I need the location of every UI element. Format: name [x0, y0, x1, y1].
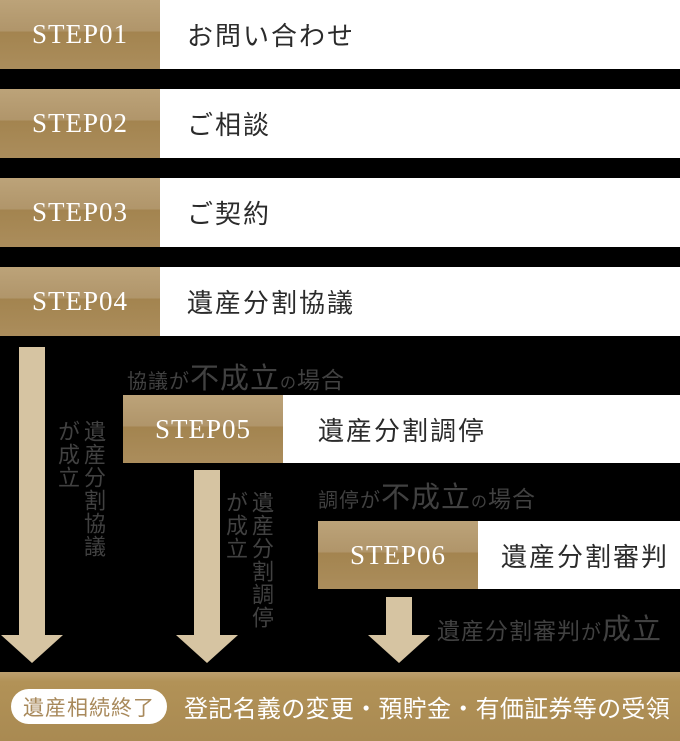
step-04-label: 遺産分割協議 [187, 289, 356, 318]
fail1-emph: 不成立 [190, 363, 281, 395]
branch-label-discussion-fails: 協議が不成立の場合 [127, 355, 345, 397]
fail1-tail: 場合 [297, 368, 346, 393]
step-03-label: ご契約 [187, 200, 272, 229]
footer-badge-label: 遺産相続終了 [23, 695, 155, 720]
fail2-particle: の [471, 494, 489, 511]
step-02-label-area: ご相談 [160, 89, 680, 158]
step-04-number: STEP04 [31, 286, 129, 316]
step-01-label-area: お問い合わせ [160, 0, 680, 69]
step-01-number: STEP01 [31, 19, 129, 49]
fail1-lead: 協議が [127, 371, 190, 393]
step-06-number: STEP06 [349, 539, 447, 570]
v1-line1: 遺産分割協議 [81, 420, 106, 558]
footer-description: 登記名義の変更・預貯金・有価証券等の受領 [184, 697, 670, 723]
branch-label-mediation-fails: 調停が不成立の場合 [318, 474, 536, 516]
step-05-label: 遺産分割調停 [318, 416, 487, 446]
vertical-label-discussion-success: 遺産分割協議 が成立 [54, 420, 106, 558]
arrow-down-3-shaft [386, 597, 412, 635]
label-judgment-success: 遺産分割審判が成立 [437, 606, 662, 648]
h3-lead: 遺産分割審判 [437, 619, 581, 644]
v2-line2: が成立 [223, 491, 248, 560]
step-02-chip: STEP02 [0, 89, 160, 158]
v1-line2: が成立 [55, 420, 80, 489]
step-row-01: STEP01 お問い合わせ [0, 0, 680, 69]
step-row-03: STEP03 ご契約 [0, 178, 680, 247]
h3-emph: 成立 [602, 614, 663, 646]
step-05-label-area: 遺産分割調停 [283, 395, 680, 463]
step-03-number: STEP03 [31, 197, 129, 227]
fail2-tail: 場合 [488, 487, 537, 512]
step-row-04: STEP04 遺産分割協議 [0, 267, 680, 336]
step-02-number: STEP02 [31, 108, 129, 138]
arrow-down-3-head-icon [368, 635, 430, 663]
fail2-lead: 調停が [318, 490, 381, 512]
v2-line1: 遺産分割調停 [249, 491, 274, 629]
step-06-label: 遺産分割審判 [501, 542, 670, 572]
fail2-emph: 不成立 [381, 482, 472, 514]
step-03-chip: STEP03 [0, 178, 160, 247]
step-01-chip: STEP01 [0, 0, 160, 69]
step-03-label-area: ご契約 [160, 178, 680, 247]
arrow-down-1-head-icon [1, 635, 63, 663]
footer-badge: 遺産相続終了 [11, 689, 167, 724]
step-row-06: STEP06 遺産分割審判 [318, 521, 680, 589]
fail1-particle: の [280, 375, 298, 392]
step-row-02: STEP02 ご相談 [0, 89, 680, 158]
footer-band: 遺産相続終了 登記名義の変更・預貯金・有価証券等の受領 [0, 672, 680, 741]
step-01-label: お問い合わせ [187, 22, 356, 51]
arrow-down-2-shaft [194, 470, 220, 635]
h3-particle: が [581, 622, 602, 644]
step-02-label: ご相談 [187, 111, 272, 140]
step-04-label-area: 遺産分割協議 [160, 267, 680, 336]
step-row-05: STEP05 遺産分割調停 [123, 395, 680, 463]
vertical-label-mediation-success: 遺産分割調停 が成立 [222, 491, 274, 629]
step-04-chip: STEP04 [0, 267, 160, 336]
arrow-down-1-shaft [19, 347, 45, 635]
step-06-label-area: 遺産分割審判 [478, 521, 680, 589]
arrow-down-2-head-icon [176, 635, 238, 663]
step-05-chip: STEP05 [123, 395, 283, 463]
step-05-number: STEP05 [154, 413, 252, 444]
step-06-chip: STEP06 [318, 521, 478, 589]
